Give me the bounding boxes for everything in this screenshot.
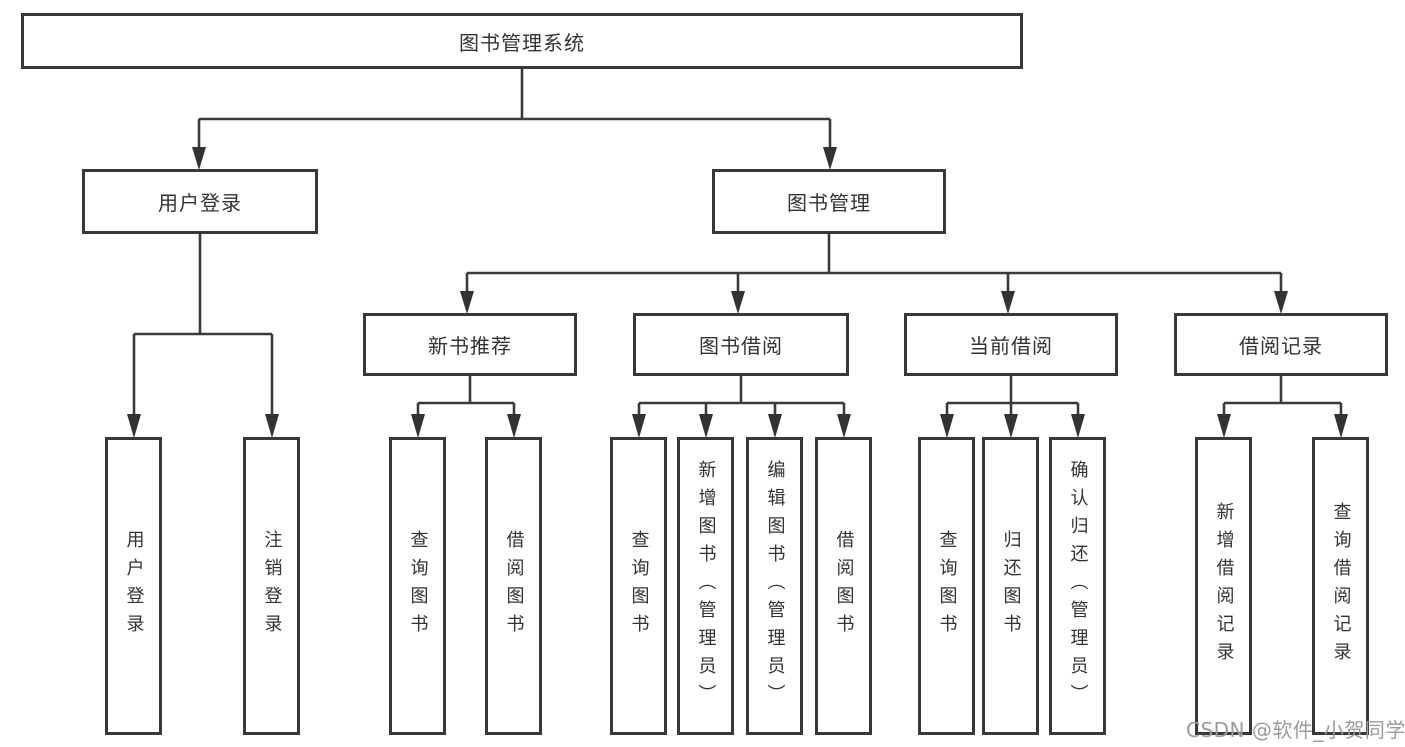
node-label: 新书推荐 (428, 334, 512, 358)
leaf-borrow-books-recommend: 借阅图书 (485, 437, 542, 735)
leaf-label: 确认归还（管理员） (1067, 460, 1089, 712)
node-label: 借阅记录 (1239, 334, 1323, 358)
leaf-label: 查询图书 (407, 530, 429, 642)
leaf-query-books-borrow: 查询图书 (610, 437, 667, 735)
leaf-label: 用户登录 (123, 530, 145, 642)
leaf-query-borrow-record: 查询借阅记录 (1312, 437, 1369, 735)
leaf-return-books: 归还图书 (982, 437, 1039, 735)
node-label: 图书管理 (787, 191, 871, 215)
leaf-label: 借阅图书 (503, 530, 525, 642)
leaf-label: 借阅图书 (833, 530, 855, 642)
node-borrowing-records: 借阅记录 (1174, 313, 1388, 376)
leaf-label: 编辑图书（管理员） (764, 460, 786, 712)
node-book-borrowing: 图书借阅 (633, 313, 849, 376)
leaf-label: 查询借阅记录 (1330, 502, 1352, 670)
node-new-book-recommendation: 新书推荐 (363, 313, 577, 376)
leaf-label: 归还图书 (1000, 530, 1022, 642)
leaf-label: 注销登录 (261, 530, 283, 642)
leaf-label: 新增图书（管理员） (695, 460, 717, 712)
leaf-borrow-books: 借阅图书 (815, 437, 872, 735)
node-user-login: 用户登录 (82, 169, 318, 234)
node-current-borrowing: 当前借阅 (904, 313, 1118, 376)
leaf-confirm-return-admin: 确认归还（管理员） (1049, 437, 1106, 735)
csdn-watermark: CSDN @软件_小贺同学 (1186, 718, 1405, 742)
leaf-label: 查询图书 (936, 530, 958, 642)
node-label: 用户登录 (158, 191, 242, 215)
leaf-logout: 注销登录 (243, 437, 300, 735)
leaf-query-books-current: 查询图书 (918, 437, 975, 735)
node-label: 图书借阅 (699, 334, 783, 358)
node-library-management-system: 图书管理系统 (21, 13, 1023, 69)
leaf-user-login: 用户登录 (105, 437, 162, 735)
leaf-add-books-admin: 新增图书（管理员） (677, 437, 734, 735)
leaf-add-borrow-record: 新增借阅记录 (1195, 437, 1252, 735)
node-label: 图书管理系统 (459, 30, 585, 55)
leaf-label: 查询图书 (628, 530, 650, 642)
node-label: 当前借阅 (969, 334, 1053, 358)
node-book-management: 图书管理 (712, 169, 946, 234)
leaf-label: 新增借阅记录 (1213, 502, 1235, 670)
leaf-query-books-recommend: 查询图书 (389, 437, 446, 735)
leaf-edit-books-admin: 编辑图书（管理员） (746, 437, 803, 735)
